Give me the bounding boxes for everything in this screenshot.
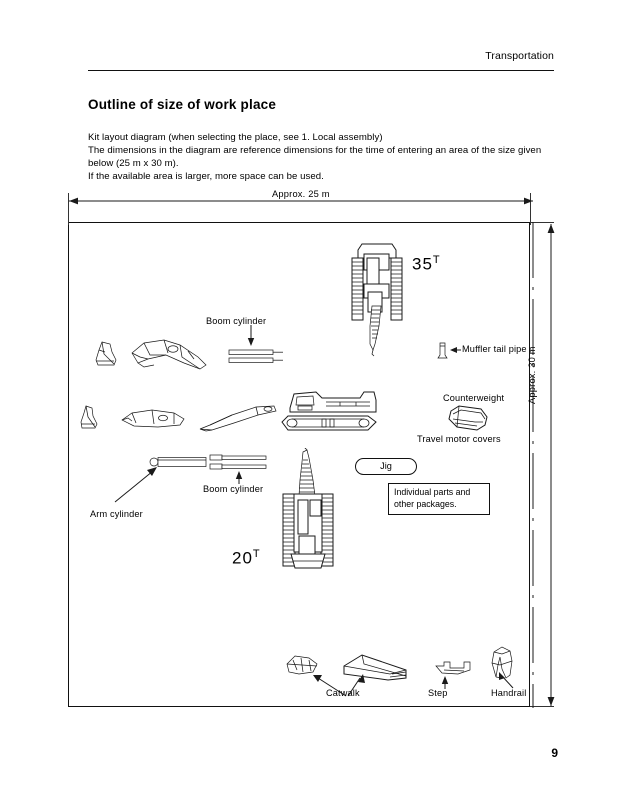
bucket-part-top — [95, 341, 117, 366]
step-part — [435, 661, 471, 675]
excavator-20t-topview — [282, 448, 334, 569]
intro-line-4: If the available area is larger, more sp… — [88, 171, 324, 183]
boom-cylinder-pair-lower — [209, 454, 267, 470]
arm-cylinder-leader-line — [114, 467, 157, 503]
boom-part — [199, 405, 277, 432]
excavator-35t-topview — [351, 243, 403, 357]
page-title: Outline of size of work place — [88, 97, 277, 112]
label-boom-cylinder-top: Boom cylinder — [206, 316, 267, 326]
excavator-base-sideview — [281, 391, 377, 431]
label-tonnage-20t: 20T — [232, 548, 261, 568]
muffler-tail-pipe-arrow — [450, 347, 461, 353]
catwalk-part-large — [343, 654, 407, 681]
boom-cylinder-top-arrow — [247, 325, 255, 346]
dashed-reference-line — [532, 222, 534, 708]
arm-cylinder-part — [149, 457, 207, 467]
individual-parts-box — [388, 483, 490, 515]
label-arm-cylinder: Arm cylinder — [90, 509, 143, 519]
work-place-boundary — [68, 222, 530, 707]
boom-cylinder-lower-arrow — [235, 471, 243, 484]
label-catwalk: Catwalk — [326, 688, 360, 698]
boom-cylinder-pair-top — [228, 349, 283, 363]
arm-part — [121, 409, 185, 428]
catwalk-leader-lines — [313, 674, 365, 697]
label-boom-cylinder-lower: Boom cylinder — [203, 484, 264, 494]
label-step: Step — [428, 688, 448, 698]
muffler-tail-pipe-part — [437, 342, 448, 359]
intro-text: Kit layout diagram (when selecting the p… — [88, 131, 558, 183]
dimension-arrow-horizontal — [69, 197, 533, 205]
page-number: 9 — [551, 746, 558, 760]
bucket-part-middle — [80, 405, 98, 429]
page-header: Transportation — [88, 50, 554, 74]
label-individual-parts: Individual parts and other packages. — [394, 487, 490, 510]
boom-arm-assembly-part — [131, 339, 207, 370]
jig-part — [355, 458, 417, 475]
label-travel-motor-covers: Travel motor covers — [417, 434, 501, 444]
intro-line-2: The dimensions in the diagram are refere… — [88, 145, 542, 157]
witness-line-top-right — [530, 222, 554, 223]
dimension-arrow-vertical — [547, 224, 555, 706]
label-muffler-tail-pipe: Muffler tail pipe — [462, 344, 527, 354]
witness-line-bottom-right — [530, 706, 554, 707]
individual-parts-line-1: Individual parts and — [394, 487, 471, 497]
dimension-label-height: Approx. 30 m — [527, 346, 537, 404]
header-title: Transportation — [485, 50, 554, 62]
step-leader-line — [441, 676, 449, 689]
label-jig: Jig — [380, 461, 392, 471]
handrail-part — [491, 646, 513, 679]
intro-line-3: below (25 m x 30 m). — [88, 158, 179, 170]
counterweight-part — [448, 405, 488, 431]
witness-line-right — [530, 193, 531, 225]
witness-line-left — [68, 193, 69, 225]
catwalk-part-small — [286, 655, 318, 675]
intro-line-1: Kit layout diagram (when selecting the p… — [88, 132, 383, 143]
individual-parts-line-2: other packages. — [394, 498, 457, 509]
label-handrail: Handrail — [491, 688, 527, 698]
header-rule — [88, 70, 554, 72]
label-tonnage-35t: 35T — [412, 254, 441, 274]
handrail-leader-line — [499, 672, 514, 689]
dimension-label-width: Approx. 25 m — [272, 189, 330, 199]
label-counterweight: Counterweight — [443, 393, 505, 403]
